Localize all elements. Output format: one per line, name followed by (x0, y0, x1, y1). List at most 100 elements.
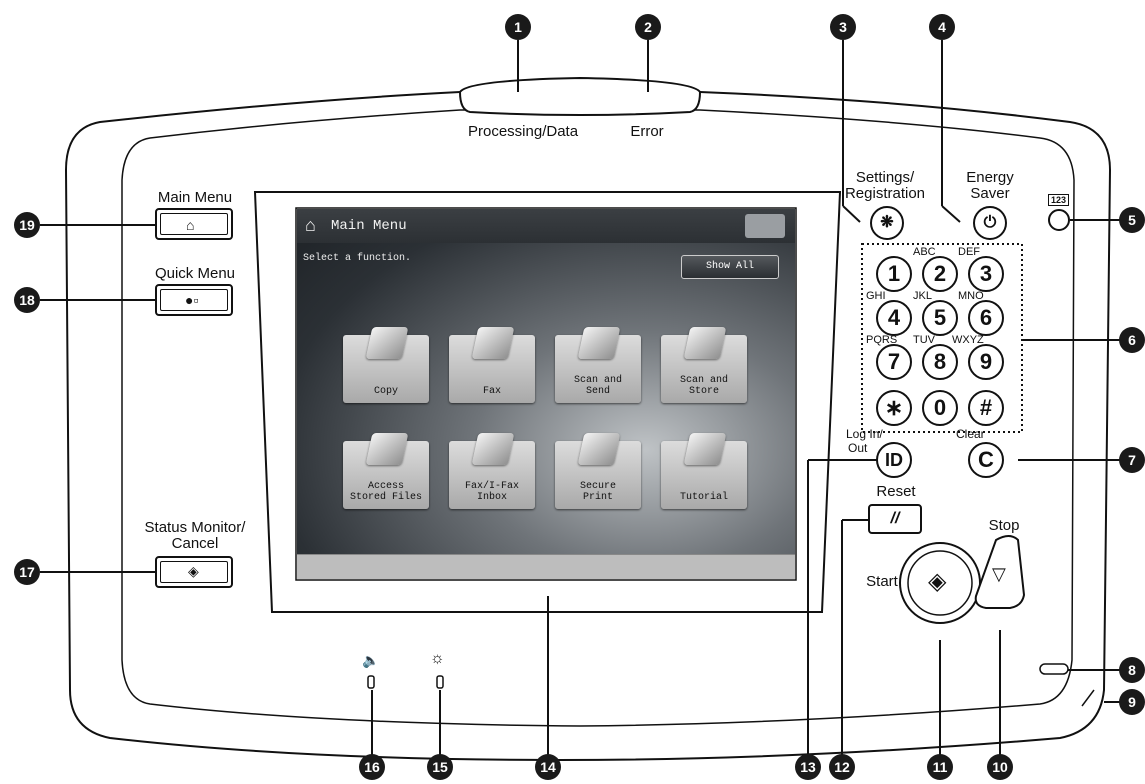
function-tile-fax[interactable]: Fax (449, 327, 535, 403)
keypad-letters-abc: ABC (913, 246, 936, 258)
status-monitor-cancel-key[interactable]: ◈ (155, 556, 233, 588)
quick-menu-label: Quick Menu (154, 265, 236, 282)
settings-registration-key[interactable]: ❋ (870, 206, 904, 240)
callout-6: 6 (1119, 327, 1145, 353)
stop-label: Stop (988, 517, 1020, 534)
start-label: Start (866, 573, 898, 590)
stop-icon: ▽ (992, 564, 1006, 584)
sun-icon: ☼ (430, 650, 445, 667)
keypad-key-star[interactable]: ∗ (876, 390, 912, 426)
error-label: Error (630, 123, 664, 140)
function-tile-tutorial[interactable]: Tutorial (661, 433, 747, 509)
counter-glyph: 123 (1048, 194, 1070, 206)
reset-key[interactable]: // (868, 504, 922, 534)
stop-button-shape (974, 535, 1026, 609)
counter-check-key[interactable] (1048, 209, 1070, 231)
fax-icon (471, 327, 515, 359)
indicator-bar (458, 76, 702, 116)
stored-files-icon (365, 433, 409, 465)
status-monitor-icon: ◈ (188, 563, 199, 579)
power-icon: ⏻ (983, 214, 997, 231)
screen-prompt: Select a function. (303, 253, 412, 264)
tutorial-icon (683, 433, 727, 465)
fax-inbox-icon (471, 433, 515, 465)
main-power-lamp (1039, 663, 1069, 675)
energy-saver-key[interactable]: ⏻ (973, 206, 1007, 240)
keypad-outline (861, 243, 1023, 433)
callout-10: 10 (987, 754, 1013, 780)
keypad-key-6[interactable]: 6 (968, 300, 1004, 336)
function-tile-copy[interactable]: Copy (343, 327, 429, 403)
function-tile-fax-inbox[interactable]: Fax/I-Fax Inbox (449, 433, 535, 509)
callout-9: 9 (1119, 689, 1145, 715)
screen-status-button[interactable] (745, 214, 785, 238)
keypad-letters-jkl: JKL (913, 290, 932, 302)
callout-1: 1 (505, 14, 531, 40)
show-all-button[interactable]: Show All (681, 255, 779, 279)
keypad-key-7[interactable]: 7 (876, 344, 912, 380)
log-in-out-label-1: Log In/ (846, 427, 883, 441)
keypad-key-1[interactable]: 1 (876, 256, 912, 292)
keypad-key-4[interactable]: 4 (876, 300, 912, 336)
callout-18: 18 (14, 287, 40, 313)
keypad-letters-tuv: TUV (913, 334, 935, 346)
keypad-letters-def: DEF (958, 246, 980, 258)
screen-status-bar (297, 554, 795, 579)
callout-16: 16 (359, 754, 385, 780)
status-monitor-label-2: Cancel (171, 535, 219, 552)
function-tile-scan-and-send[interactable]: Scan and Send (555, 327, 641, 403)
keypad-key-5[interactable]: 5 (922, 300, 958, 336)
energy-saver-label-1: Energy (966, 169, 1014, 186)
keypad-key-9[interactable]: 9 (968, 344, 1004, 380)
settings-label-2: Registration (844, 185, 926, 202)
callout-8: 8 (1119, 657, 1145, 683)
start-key[interactable]: ◈ (910, 553, 970, 613)
keypad-letters-pqrs: PQRS (866, 334, 898, 346)
log-in-out-label-2: Out (848, 441, 868, 455)
main-menu-key[interactable]: ⌂ (155, 208, 233, 240)
callout-13: 13 (795, 754, 821, 780)
home-icon: ⌂ (305, 215, 316, 235)
function-tile-access-stored-files[interactable]: Access Stored Files (343, 433, 429, 509)
screen-title: Main Menu (331, 218, 407, 234)
callout-19: 19 (14, 212, 40, 238)
processing-data-label: Processing/Data (468, 123, 579, 140)
speaker-icon: 🔈 (362, 652, 380, 668)
callout-2: 2 (635, 14, 661, 40)
touch-panel-display[interactable]: ⌂ Main Menu Select a function. Show All … (297, 209, 795, 579)
callout-15: 15 (427, 754, 453, 780)
scan-send-icon (577, 327, 621, 359)
leader-lines (40, 40, 1132, 768)
callout-5: 5 (1119, 207, 1145, 233)
quick-menu-icon: ●▫ (185, 292, 199, 308)
settings-icon: ❋ (880, 214, 894, 231)
status-monitor-label-1: Status Monitor/ (144, 519, 246, 536)
keypad-letters-wxyz: WXYZ (952, 334, 984, 346)
screen-header: ⌂ Main Menu (297, 209, 795, 243)
main-menu-label: Main Menu (157, 189, 233, 206)
callout-7: 7 (1119, 447, 1145, 473)
reset-label: Reset (876, 483, 916, 500)
stop-key[interactable]: ▽ (982, 548, 1022, 604)
callout-17: 17 (14, 559, 40, 585)
function-tile-scan-and-store[interactable]: Scan and Store (661, 327, 747, 403)
keypad-key-3[interactable]: 3 (968, 256, 1004, 292)
callout-11: 11 (927, 754, 953, 780)
scan-store-icon (683, 327, 727, 359)
keypad-key-hash[interactable]: # (968, 390, 1004, 426)
keypad-key-8[interactable]: 8 (922, 344, 958, 380)
quick-menu-key[interactable]: ●▫ (155, 284, 233, 316)
secure-print-icon (577, 433, 621, 465)
function-tile-secure-print[interactable]: Secure Print (555, 433, 641, 509)
log-in-out-key[interactable]: ID (876, 442, 912, 478)
start-icon: ◈ (928, 568, 947, 595)
copy-icon (365, 327, 409, 359)
keypad-key-2[interactable]: 2 (922, 256, 958, 292)
keypad-letters-ghi: GHI (866, 290, 886, 302)
stylus-pen (1081, 689, 1095, 707)
energy-saver-label-2: Saver (970, 185, 1010, 202)
callout-12: 12 (829, 754, 855, 780)
keypad-key-0[interactable]: 0 (922, 390, 958, 426)
clear-key[interactable]: C (968, 442, 1004, 478)
clear-label: Clear (956, 427, 985, 441)
